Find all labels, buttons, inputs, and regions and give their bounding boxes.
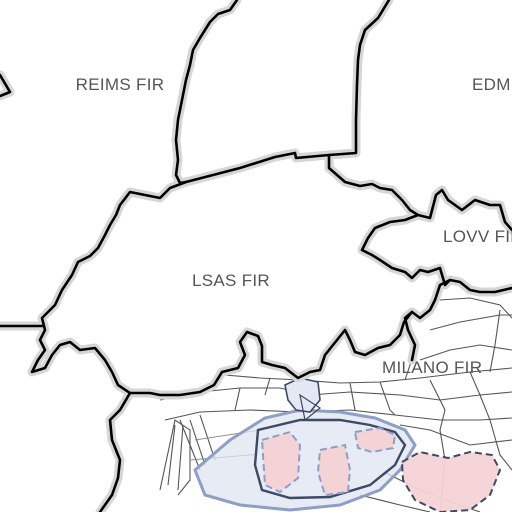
restricted-areas — [260, 426, 502, 512]
milano-fir-label: MILANO FIR — [382, 358, 482, 377]
lsas-fir-label: LSAS FIR — [192, 271, 270, 290]
lovv-fir-label: LOVV FIR — [443, 227, 512, 246]
edm-fir-label: EDM — [472, 75, 511, 94]
reims-fir-label: REIMS FIR — [76, 75, 165, 94]
